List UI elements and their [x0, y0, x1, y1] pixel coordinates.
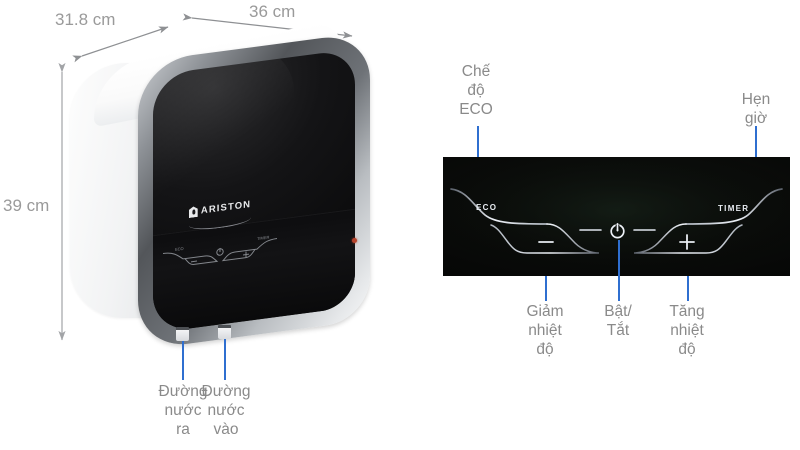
power-leader-line	[618, 240, 620, 301]
timer-leader-line	[755, 126, 757, 157]
decrease-leader-line	[545, 276, 547, 301]
svg-text:ECO: ECO	[175, 246, 184, 252]
power-toggle-label: Bật/ Tắt	[604, 303, 632, 339]
increase-leader-line	[687, 276, 689, 301]
decrease-temperature-label: Giảm nhiệt độ	[526, 303, 564, 358]
timer-button-label[interactable]: TIMER	[718, 204, 750, 213]
indicator-light	[352, 238, 357, 243]
control-panel-graphics	[443, 157, 790, 276]
water-outlet-pipe	[176, 327, 189, 341]
eco-callout-label: Chế độ ECO	[459, 63, 493, 118]
water-inlet-pipe	[218, 325, 231, 339]
depth-dimension-label: 31.8 cm	[55, 10, 116, 29]
increase-temperature-label: Tăng nhiệt độ	[669, 303, 705, 358]
width-dimension-label: 36 cm	[249, 2, 296, 21]
control-panel: ECO TIMER	[443, 157, 790, 276]
water-heater-product-image: ARISTON ECO TIMER	[60, 18, 380, 370]
water-inlet-label: Đường nước vào	[201, 383, 251, 438]
product-control-panel-graphic: ECO TIMER	[161, 229, 279, 279]
svg-text:TIMER: TIMER	[257, 235, 270, 242]
timer-callout-label: Hẹn giờ	[741, 91, 771, 127]
glass-highlight	[153, 48, 295, 218]
ariston-flame-shield-icon	[189, 206, 198, 218]
power-icon[interactable]	[609, 222, 626, 239]
eco-leader-line	[477, 126, 479, 157]
water-inlet-leader-line	[224, 336, 226, 380]
water-outlet-label: Đường nước ra	[158, 383, 208, 438]
water-outlet-leader-line	[182, 338, 184, 380]
eco-button-label[interactable]: ECO	[476, 203, 498, 212]
product-glass-front	[153, 48, 355, 334]
height-dimension-label: 39 cm	[3, 196, 50, 215]
